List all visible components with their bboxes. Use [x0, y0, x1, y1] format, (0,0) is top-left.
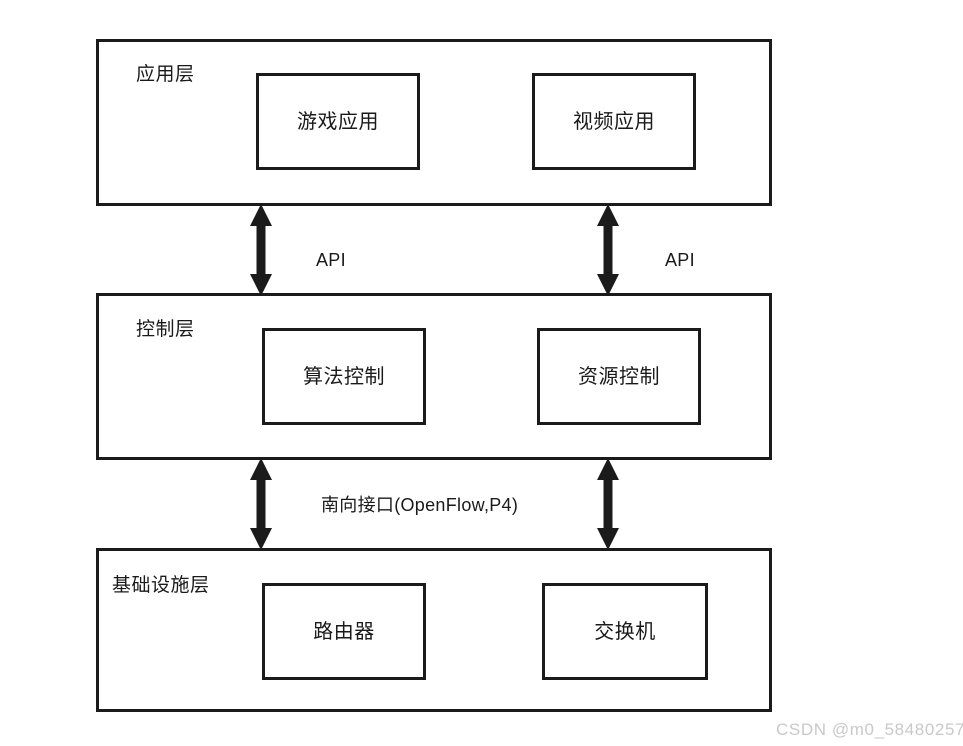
- node-label-router: 路由器: [313, 620, 375, 643]
- connector-label-api-right: API: [665, 250, 695, 270]
- node-label-resource-control: 资源控制: [578, 365, 660, 388]
- node-game-application: 游戏应用: [256, 73, 420, 170]
- connector-control-to-infrastructure-left: [247, 458, 275, 550]
- connector-control-to-infrastructure-right: [594, 458, 622, 550]
- layer-title-control: 控制层: [136, 319, 195, 340]
- node-label-game-application: 游戏应用: [297, 110, 379, 133]
- node-video-application: 视频应用: [532, 73, 696, 170]
- node-label-video-application: 视频应用: [573, 110, 655, 133]
- connector-app-to-control-right: [594, 204, 622, 296]
- node-router: 路由器: [262, 583, 426, 680]
- node-algorithm-control: 算法控制: [262, 328, 426, 425]
- node-label-switch: 交换机: [594, 620, 656, 643]
- layer-title-infrastructure: 基础设施层: [112, 575, 210, 596]
- layer-title-application: 应用层: [136, 64, 195, 85]
- node-label-algorithm-control: 算法控制: [303, 365, 385, 388]
- connector-label-southbound-interface: 南向接口(OpenFlow,P4): [321, 495, 519, 515]
- watermark-text: CSDN @m0_58480257: [776, 720, 963, 739]
- node-switch: 交换机: [542, 583, 708, 680]
- connector-app-to-control-left: [247, 204, 275, 296]
- connector-label-api-left: API: [316, 250, 346, 270]
- node-resource-control: 资源控制: [537, 328, 701, 425]
